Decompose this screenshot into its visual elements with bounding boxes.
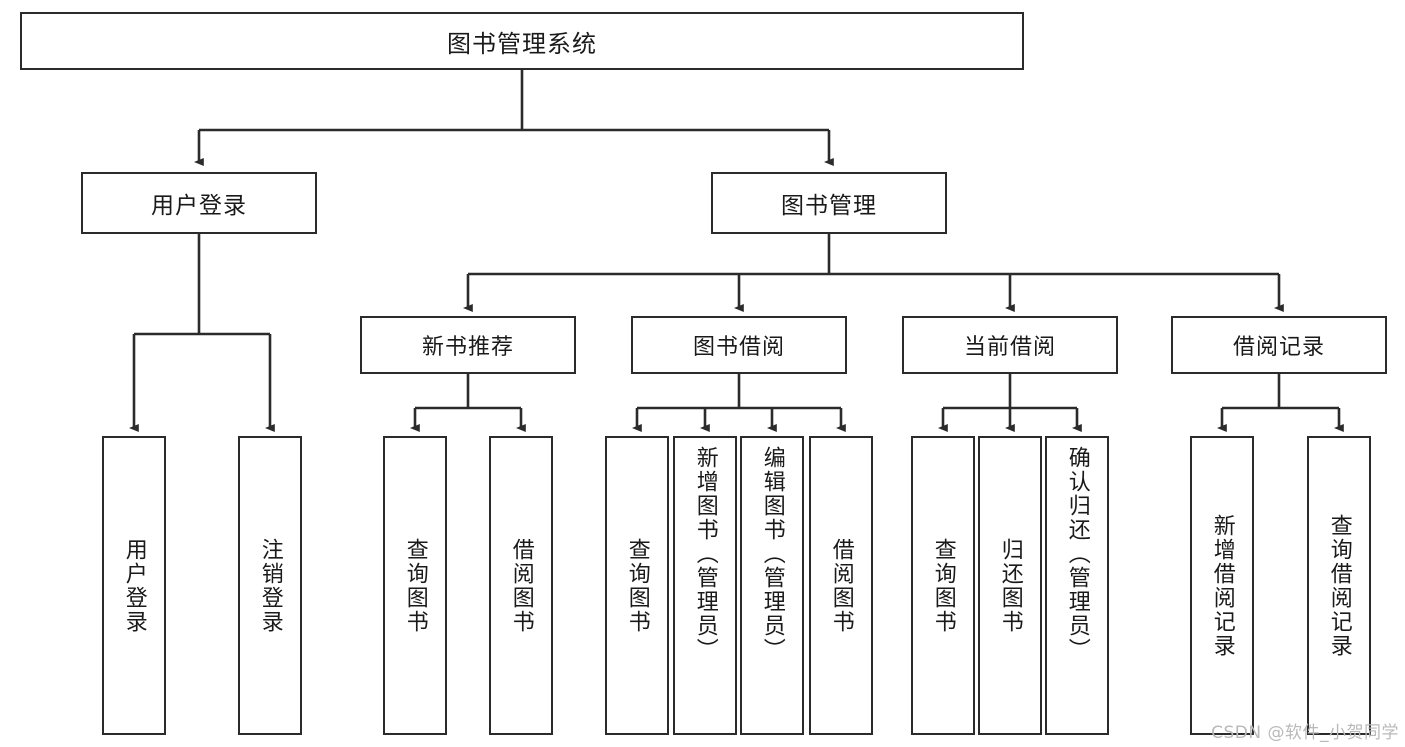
leaf-current-borrow-return-book[interactable]: 归还图书 <box>978 436 1042 735</box>
leaf-borrow-record-query-record[interactable]: 查询借阅记录 <box>1307 436 1371 735</box>
leaf-label: 借阅图书 <box>508 537 534 634</box>
node-root-book-management-system[interactable]: 图书管理系统 <box>20 12 1024 70</box>
node-book-borrow[interactable]: 图书借阅 <box>631 316 847 374</box>
leaf-label: 编辑图书（管理员） <box>759 446 785 662</box>
leaf-label: 查询图书 <box>930 537 956 634</box>
leaf-label: 注销登录 <box>257 537 283 634</box>
leaf-user-login-logout[interactable]: 注销登录 <box>238 436 302 735</box>
leaf-label: 借阅图书 <box>828 537 854 634</box>
node-user-login[interactable]: 用户登录 <box>81 172 317 234</box>
leaf-label: 归还图书 <box>997 537 1023 634</box>
node-label: 图书管理系统 <box>447 29 597 58</box>
node-new-book-recommend[interactable]: 新书推荐 <box>360 316 576 374</box>
node-label: 用户登录 <box>151 193 247 219</box>
leaf-book-borrow-query-book[interactable]: 查询图书 <box>605 436 669 735</box>
leaf-book-borrow-borrow-book[interactable]: 借阅图书 <box>809 436 873 735</box>
leaf-new-book-query-book[interactable]: 查询图书 <box>383 436 447 735</box>
leaf-borrow-record-add-record[interactable]: 新增借阅记录 <box>1190 436 1254 735</box>
leaf-label: 用户登录 <box>121 537 147 634</box>
node-book-management[interactable]: 图书管理 <box>711 172 947 234</box>
leaf-current-borrow-query-book[interactable]: 查询图书 <box>911 436 975 735</box>
node-label: 图书管理 <box>781 193 877 219</box>
leaf-label: 新增图书（管理员） <box>692 446 718 662</box>
leaf-label: 查询图书 <box>402 537 428 634</box>
node-label: 借阅记录 <box>1232 335 1325 360</box>
leaf-label: 新增借阅记录 <box>1209 513 1235 658</box>
leaf-label: 查询图书 <box>624 537 650 634</box>
node-label: 当前借阅 <box>963 335 1056 360</box>
leaf-book-borrow-add-book-admin[interactable]: 新增图书（管理员） <box>673 436 737 735</box>
leaf-user-login-login[interactable]: 用户登录 <box>102 436 166 735</box>
leaf-current-borrow-confirm-return-admin[interactable]: 确认归还（管理员） <box>1045 436 1109 735</box>
leaf-new-book-borrow-book[interactable]: 借阅图书 <box>489 436 553 735</box>
leaf-book-borrow-edit-book-admin[interactable]: 编辑图书（管理员） <box>740 436 804 735</box>
node-borrow-record[interactable]: 借阅记录 <box>1171 316 1387 374</box>
leaf-label: 确认归还（管理员） <box>1064 446 1090 662</box>
leaf-label: 查询借阅记录 <box>1326 513 1352 658</box>
node-label: 图书借阅 <box>692 335 785 360</box>
node-current-borrow[interactable]: 当前借阅 <box>902 316 1118 374</box>
csdn-watermark: CSDN @软件_小贺同学 <box>1211 723 1399 743</box>
node-label: 新书推荐 <box>421 335 514 360</box>
